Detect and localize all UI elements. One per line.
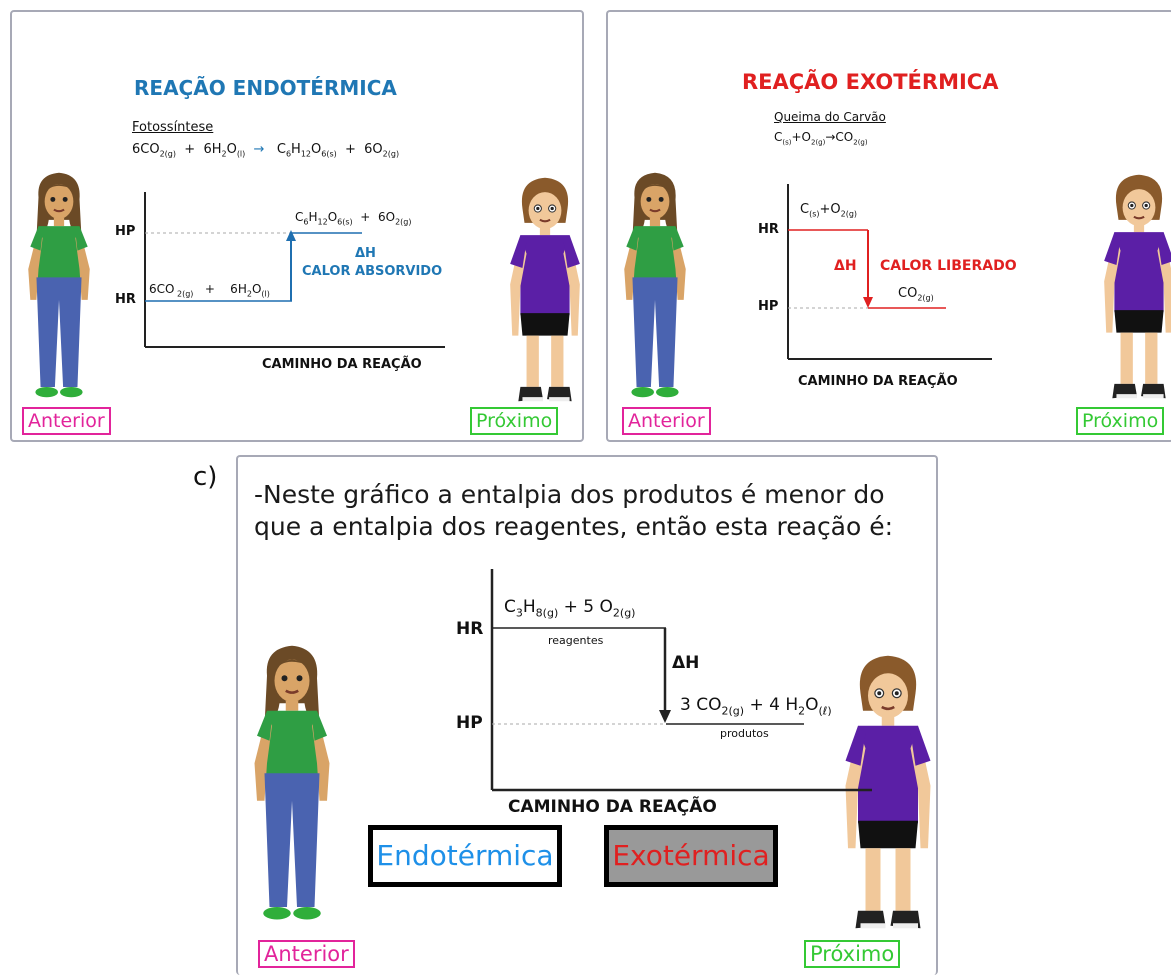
prev-button[interactable]: Anterior — [22, 407, 111, 435]
next-button[interactable]: Próximo — [1076, 407, 1165, 435]
hr-label: HR — [456, 619, 484, 639]
products-formula: 3 CO2(g) + 4 H2O(ℓ) — [680, 695, 832, 718]
products-caption: produtos — [720, 727, 769, 740]
panel-c-letter: c) — [193, 462, 218, 492]
panel-a-subtitle: Fotossíntese — [132, 120, 214, 135]
panel-c-energy-diagram — [490, 569, 872, 792]
panel-a-title: REAÇÃO ENDOTÉRMICA — [134, 76, 397, 100]
panel-c-slide: -Neste gráfico a entalpia dos produtos é… — [236, 455, 938, 975]
hr-label: HR — [115, 292, 136, 307]
hp-label: HP — [115, 224, 136, 239]
prev-button[interactable]: Anterior — [622, 407, 711, 435]
endothermic-option-button[interactable]: Endotérmica — [368, 825, 562, 887]
reagents-formula: 6CO 2(g) + 6H2O(l) — [149, 282, 270, 299]
question-line-1: -Neste gráfico a entalpia dos produtos é… — [254, 480, 885, 509]
heat-absorbed-label: CALOR ABSORVIDO — [302, 264, 443, 279]
delta-h-label: ΔH — [672, 653, 700, 673]
panel-b-slide: REAÇÃO EXOTÉRMICA Queima do Carvão C(s)+… — [606, 10, 1171, 442]
x-axis-label: CAMINHO DA REAÇÃO — [262, 357, 422, 372]
panel-a-energy-diagram — [144, 192, 445, 348]
reagents-formula: C3H8(g) + 5 O2(g) — [504, 597, 636, 620]
exothermic-option-button[interactable]: Exotérmica — [604, 825, 778, 887]
delta-h-label: ΔH — [355, 246, 376, 261]
delta-h-label: ΔH — [834, 258, 857, 274]
prev-button[interactable]: Anterior — [258, 940, 355, 968]
photosynthesis-equation: 6CO2(g) + 6H2O(l) → C6H12O6(s) + 6O2(g) — [132, 142, 400, 159]
hr-label: HR — [758, 222, 779, 237]
coal-equation: C(s)+O2(g)→CO2(g) — [774, 130, 868, 147]
hp-label: HP — [758, 299, 779, 314]
next-button[interactable]: Próximo — [470, 407, 559, 435]
panel-a-slide: REAÇÃO ENDOTÉRMICA Fotossíntese 6CO2(g) … — [10, 10, 584, 442]
reagents-formula: C(s)+O2(g) — [800, 202, 858, 219]
x-axis-label: CAMINHO DA REAÇÃO — [798, 374, 958, 389]
products-formula: C6H12O6(s) + 6O2(g) — [295, 210, 412, 227]
panel-b-energy-diagram — [787, 184, 992, 360]
x-axis-label: CAMINHO DA REAÇÃO — [508, 797, 717, 817]
hp-label: HP — [456, 713, 483, 733]
next-button[interactable]: Próximo — [804, 940, 901, 968]
panel-b-title: REAÇÃO EXOTÉRMICA — [742, 70, 999, 94]
reagents-caption: reagentes — [548, 634, 604, 647]
question-line-2: que a entalpia dos reagentes, então esta… — [254, 512, 894, 541]
panel-b-subtitle: Queima do Carvão — [774, 110, 886, 124]
heat-released-label: CALOR LIBERADO — [880, 258, 1017, 274]
products-formula: CO2(g) — [898, 286, 934, 303]
